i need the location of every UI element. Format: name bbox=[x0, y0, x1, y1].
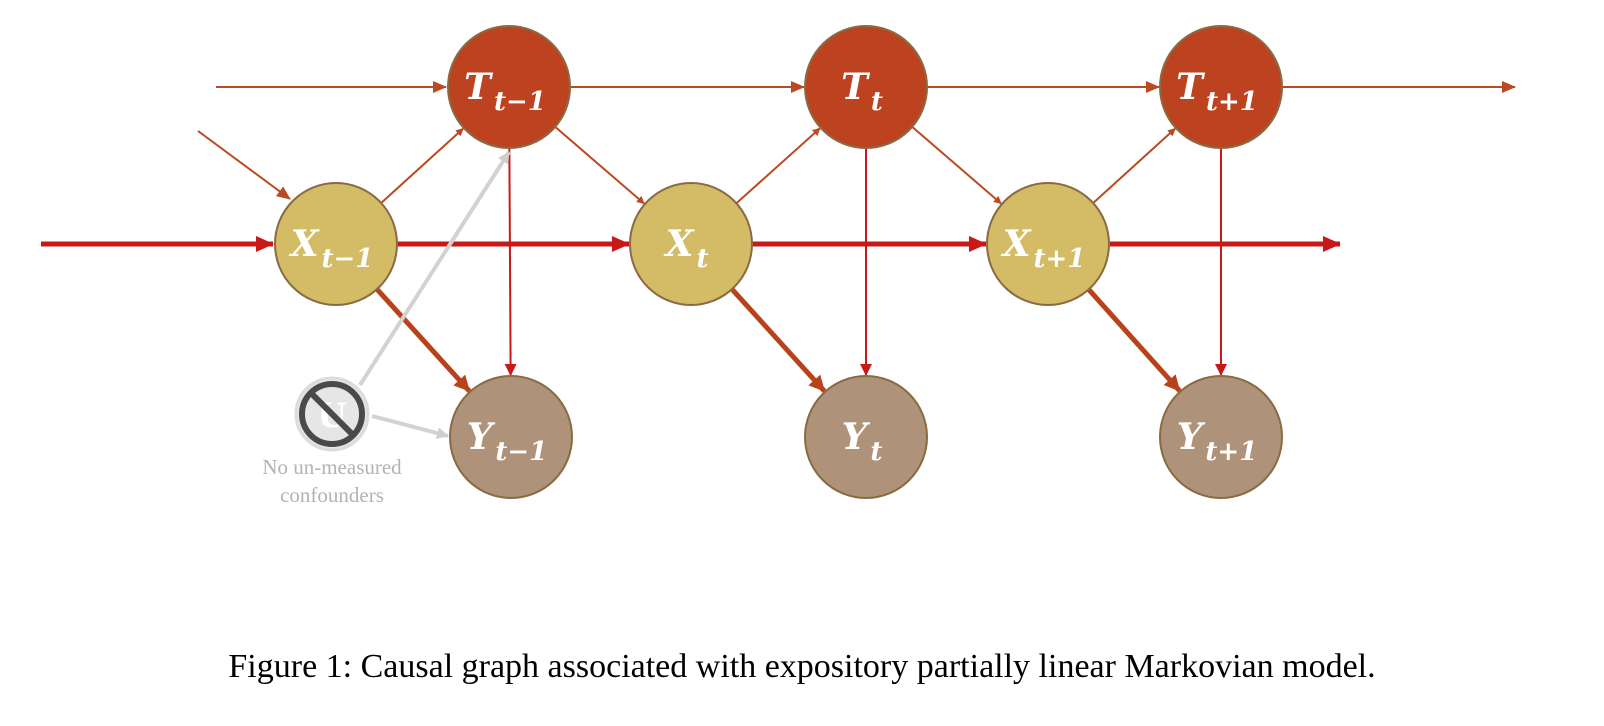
unmeasured-confounder: U No un-measured confounders bbox=[262, 376, 402, 507]
node-variable: T bbox=[464, 66, 493, 108]
confounder-edges bbox=[358, 150, 511, 440]
edge-x_cur-to-y_cur bbox=[730, 287, 827, 393]
node-subscript: t−1 bbox=[494, 87, 546, 117]
edges-layer bbox=[41, 81, 1516, 393]
node-subscript: t+1 bbox=[1205, 437, 1257, 467]
node-subscript: t bbox=[870, 437, 882, 467]
node-variable: X bbox=[664, 223, 696, 265]
edge-treatment-to-covariate-incoming bbox=[197, 130, 291, 200]
node-circle bbox=[804, 375, 928, 499]
edge-t_cur-to-x_next bbox=[911, 126, 1002, 205]
node-subscript: t bbox=[696, 244, 708, 274]
figure-caption: Figure 1: Causal graph associated with e… bbox=[228, 648, 1376, 685]
node-variable: T bbox=[1176, 66, 1205, 108]
node-subscript: t bbox=[871, 87, 883, 117]
prohibition-slash-icon bbox=[308, 390, 356, 438]
node-circle bbox=[449, 375, 573, 499]
edge-x_cur-to-t_cur bbox=[735, 127, 821, 205]
edge-x_prev-to-y_prev bbox=[375, 287, 472, 393]
edge-t_prev-to-x_cur bbox=[554, 126, 645, 205]
node-subscript: t+1 bbox=[1206, 87, 1258, 117]
node-circle bbox=[804, 25, 928, 149]
node-circle bbox=[986, 182, 1110, 306]
node-subscript: t−1 bbox=[322, 244, 374, 274]
prohibition-ring-icon bbox=[299, 381, 365, 447]
node-variable: Y bbox=[1177, 416, 1206, 458]
edge-x_next-to-t_next bbox=[1092, 127, 1176, 204]
edge-t_prev-to-y_prev bbox=[504, 147, 517, 377]
node-variable: X bbox=[289, 223, 321, 265]
edge-x_next-to-y_next bbox=[1086, 287, 1182, 393]
node-circle bbox=[274, 182, 398, 306]
node-variable: Y bbox=[842, 416, 871, 458]
confounder-edge-to-treatment bbox=[358, 150, 511, 387]
node-circle bbox=[629, 182, 753, 306]
node-circle bbox=[1159, 25, 1283, 149]
node-circle bbox=[447, 25, 571, 149]
node-subscript: t+1 bbox=[1034, 244, 1086, 274]
confounder-note-line2: confounders bbox=[280, 483, 384, 507]
node-variable: T bbox=[841, 66, 870, 108]
edge-x_prev-to-t_prev bbox=[380, 127, 464, 204]
node-variable: Y bbox=[467, 416, 496, 458]
confounder-edge-to-outcome bbox=[371, 414, 449, 440]
node-variable: X bbox=[1001, 223, 1033, 265]
node-circle bbox=[1159, 375, 1283, 499]
confounder-note-line1: No un-measured bbox=[262, 455, 402, 479]
node-subscript: t−1 bbox=[495, 437, 547, 467]
